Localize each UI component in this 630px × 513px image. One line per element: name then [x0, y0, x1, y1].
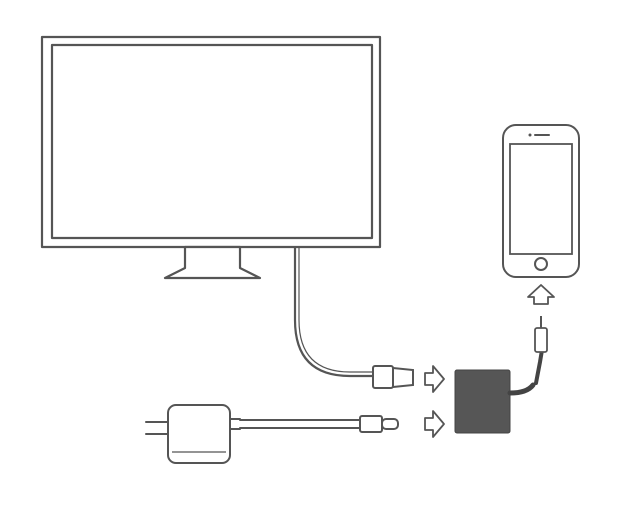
- arrow-up-icon: [527, 284, 555, 305]
- hdmi-connector-icon: [372, 365, 414, 389]
- lightning-connector-icon: [534, 316, 548, 353]
- hdmi-cable: [293, 246, 377, 378]
- smartphone-icon: [502, 124, 580, 278]
- adapter-icon: [454, 348, 544, 434]
- home-button-icon: [534, 257, 548, 271]
- lightning-cable: [229, 418, 363, 430]
- monitor-screen: [50, 43, 374, 240]
- arrow-right-icon: [424, 410, 445, 438]
- monitor-stand: [163, 245, 262, 280]
- monitor-bezel: [40, 35, 382, 249]
- lightning-connector-icon: [359, 415, 399, 433]
- monitor-icon: [40, 35, 382, 280]
- power-plug-icon: [145, 404, 231, 464]
- camera-icon: [528, 133, 532, 137]
- arrow-right-icon: [424, 365, 445, 393]
